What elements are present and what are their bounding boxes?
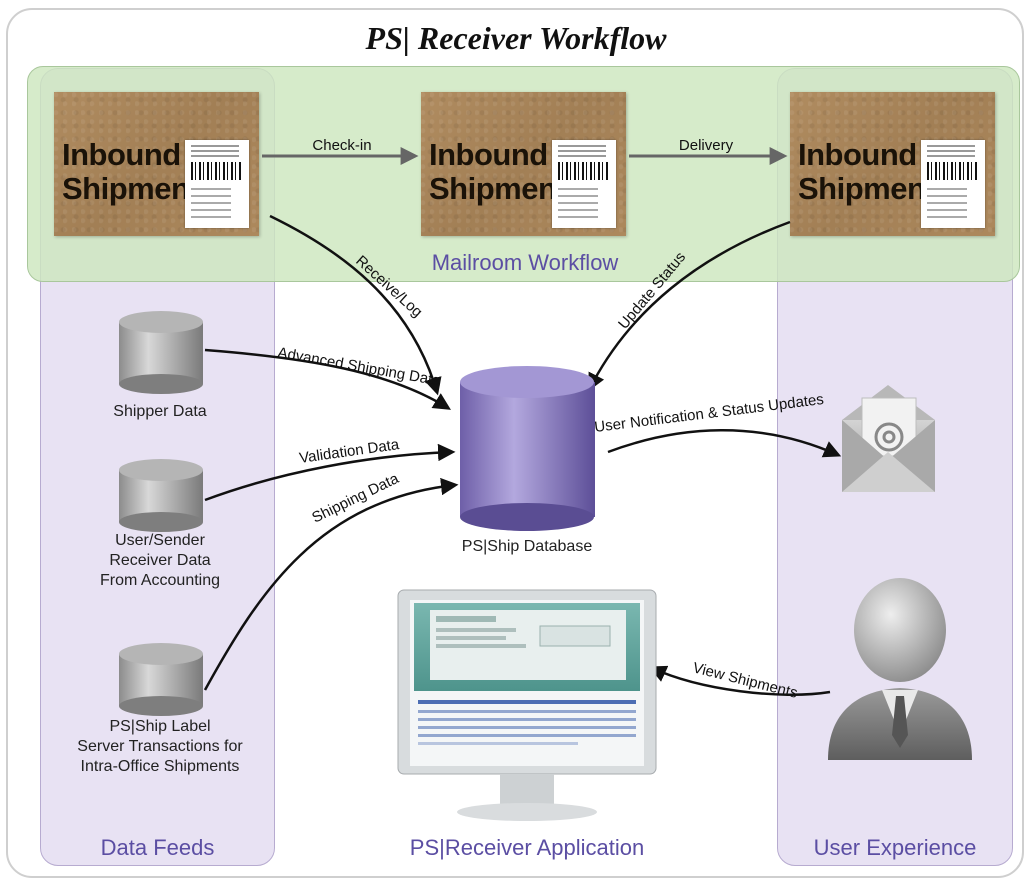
mailroom-workflow-label: Mailroom Workflow xyxy=(431,250,619,275)
diagram-title: PS| Receiver Workflow xyxy=(365,20,667,56)
shipping-data-label: Shipping Data xyxy=(309,470,402,527)
notification-label: User Notification & Status Updates xyxy=(593,391,824,436)
receive-log-arrow xyxy=(269,214,442,396)
inbound-shipment-box-1: Inbound Shipment xyxy=(54,92,259,236)
view-shipments-arrow xyxy=(648,665,831,696)
inbound-shipment-box-2: Inbound Shipment xyxy=(421,92,626,236)
notification-arrow xyxy=(607,429,842,458)
update-status-label: Update Status xyxy=(615,249,689,333)
shipping-label-icon xyxy=(921,140,985,228)
view-shipments-label: View Shipments xyxy=(691,659,799,701)
email-envelope-icon xyxy=(842,385,935,492)
inbound-shipment-box-3: Inbound Shipment xyxy=(790,92,995,236)
accounting-data-cylinder xyxy=(119,459,203,532)
application-label: PS|Receiver Application xyxy=(409,835,645,860)
label-server-cylinder xyxy=(119,643,203,716)
shipping-label-icon xyxy=(185,140,249,228)
accounting-data-label: User/Sender Receiver Data From Accountin… xyxy=(99,532,221,589)
receive-log-label: Receive/Log xyxy=(352,252,425,320)
shipment-1-text: Inbound Shipment xyxy=(62,137,200,206)
shipper-data-cylinder xyxy=(119,311,203,394)
shipment-3-text: Inbound Shipment xyxy=(798,137,936,206)
user-experience-label: User Experience xyxy=(813,835,977,860)
advanced-shipping-label: Advanced Shipping Data xyxy=(276,344,442,390)
check-in-label: Check-in xyxy=(312,137,371,154)
delivery-label: Delivery xyxy=(679,137,734,154)
label-server-label: PS|Ship Label Server Transactions for In… xyxy=(77,718,243,775)
shipper-data-label: Shipper Data xyxy=(113,403,207,420)
shipping-label-icon xyxy=(552,140,616,228)
data-feeds-label: Data Feeds xyxy=(100,835,215,860)
computer-monitor-icon xyxy=(397,589,657,821)
psship-database-cylinder xyxy=(460,366,595,531)
validation-arrow xyxy=(204,443,456,502)
shipping-data-arrow xyxy=(203,477,459,691)
shipment-2-text: Inbound Shipment xyxy=(429,137,567,206)
update-status-arrow xyxy=(588,220,791,392)
user-person-icon xyxy=(828,578,972,760)
advanced-shipping-arrow xyxy=(204,348,451,410)
database-label: PS|Ship Database xyxy=(461,538,593,555)
